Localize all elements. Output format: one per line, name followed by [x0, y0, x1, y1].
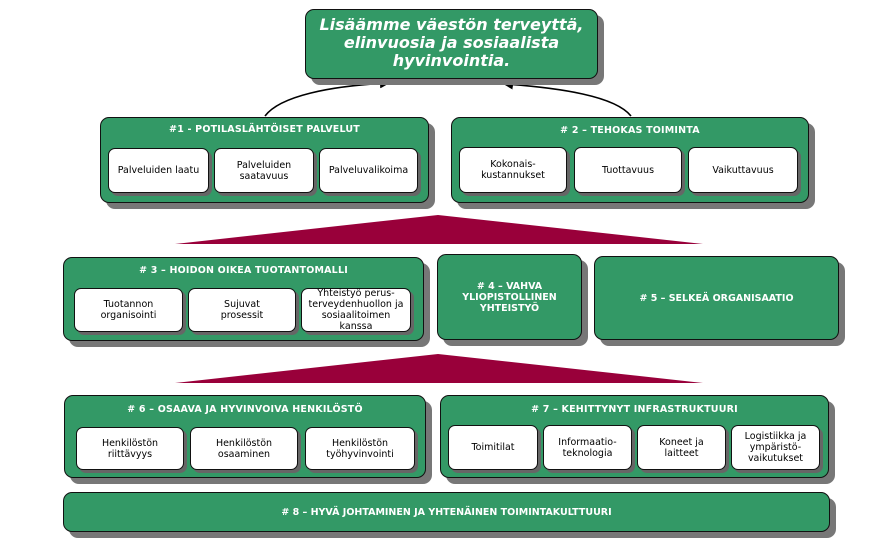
arrow-left — [264, 78, 390, 117]
box2-title: # 2 – TEHOKAS TOIMINTA — [560, 125, 700, 136]
goal-box: Lisäämme väestön terveyttä, elinvuosia j… — [305, 9, 598, 79]
box-university-cooperation: # 4 – VAHVA YLIOPISTOLLINEN YHTEISTYÖ — [437, 254, 582, 340]
chip-facilities: Toimitilat — [448, 425, 538, 470]
chip-staff-wellbeing: Henkilöstön työhyvinvointi — [305, 427, 415, 470]
roof-upper — [175, 215, 703, 244]
box-clear-organisation: # 5 – SELKEÄ ORGANISAATIO — [594, 256, 839, 340]
box7-title: # 7 – KEHITTYNYT INFRASTRUKTUURI — [531, 404, 738, 415]
chip-service-quality: Palveluiden laatu — [108, 148, 209, 193]
chip-service-range: Palveluvalikoima — [319, 148, 418, 193]
chip-service-availability: Palveluiden saatavuus — [214, 148, 314, 193]
chip-information-technology: Informaatio- teknologia — [543, 425, 632, 470]
chip-logistics: Logistiikka ja ympäristö- vaikutukset — [731, 425, 820, 470]
box6-title: # 6 – OSAAVA JA HYVINVOIVA HENKILÖSTÖ — [127, 404, 363, 415]
chip-cooperation: Yhteistyö perus- terveydenhuollon ja sos… — [301, 288, 411, 332]
chip-staff-competence: Henkilöstön osaaminen — [190, 427, 298, 470]
roof-lower — [175, 354, 703, 383]
arrow-right — [503, 79, 632, 117]
chip-smooth-processes: Sujuvat prosessit — [188, 288, 296, 332]
box1-title: #1 - POTILASLÄHTÖISET PALVELUT — [169, 124, 360, 135]
box3-title: # 3 – HOIDON OIKEA TUOTANTOMALLI — [139, 265, 348, 276]
box-leadership-culture: # 8 – HYVÄ JOHTAMINEN JA YHTENÄINEN TOIM… — [63, 492, 830, 532]
chip-total-costs: Kokonais- kustannukset — [459, 147, 567, 193]
chip-machines-equipment: Koneet ja laitteet — [637, 425, 726, 470]
goal-text: Lisäämme väestön terveyttä, elinvuosia j… — [319, 15, 584, 70]
box8-title: # 8 – HYVÄ JOHTAMINEN JA YHTENÄINEN TOIM… — [281, 506, 612, 518]
chip-staff-sufficiency: Henkilöstön riittävyys — [76, 427, 184, 470]
chip-productivity: Tuottavuus — [574, 147, 682, 193]
chip-effectiveness: Vaikuttavuus — [688, 147, 798, 193]
box5-title: # 5 – SELKEÄ ORGANISAATIO — [639, 292, 794, 304]
box4-title: # 4 – VAHVA YLIOPISTOLLINEN YHTEISTYÖ — [462, 280, 557, 314]
chip-production-organising: Tuotannon organisointi — [74, 288, 183, 332]
